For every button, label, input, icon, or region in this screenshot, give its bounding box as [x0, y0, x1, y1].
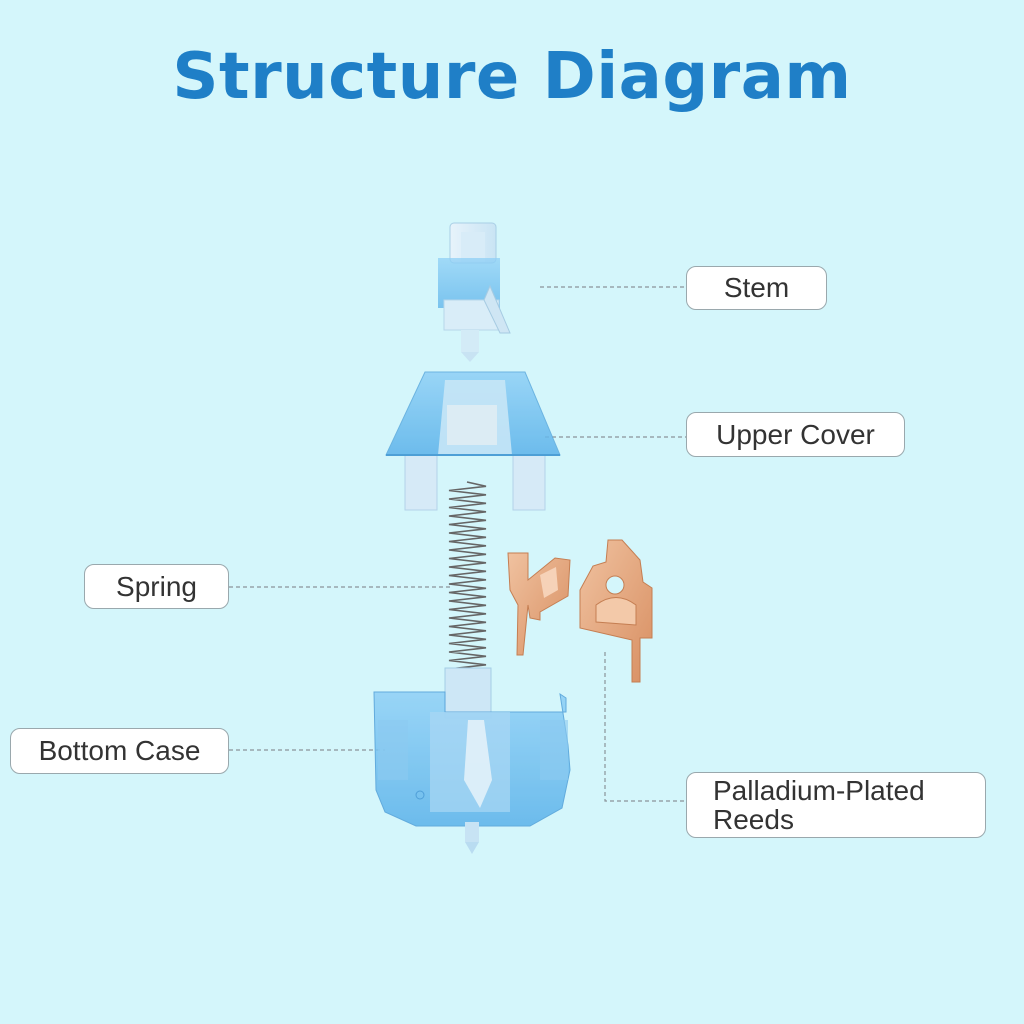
diagram-title: Structure Diagram: [172, 40, 852, 114]
reed-right-part: [579, 539, 653, 683]
spring-part: [448, 481, 487, 670]
spring-label: Spring: [84, 564, 229, 609]
bottom-case-part: [373, 667, 571, 854]
reed-left-part: [507, 552, 571, 656]
bottom-case-label: Bottom Case: [10, 728, 229, 774]
leader-lines: [229, 286, 686, 802]
upper-cover-part: [385, 371, 561, 511]
reeds-label: Palladium-Plated Reeds: [686, 772, 986, 838]
reeds-leader: [604, 652, 686, 802]
stem-part: [438, 222, 511, 362]
upper-cover-label: Upper Cover: [686, 412, 905, 457]
stem-label: Stem: [686, 266, 827, 310]
